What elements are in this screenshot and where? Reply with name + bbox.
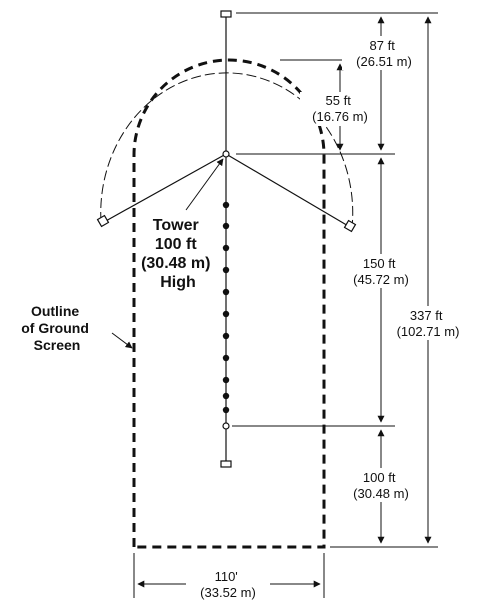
dim-label-100: 100 ft (30.48 m) — [353, 470, 409, 501]
dim-label-150: 150 ft (45.72 m) — [353, 256, 409, 287]
guy-radius-arc — [100, 72, 354, 229]
label-337-backing — [382, 306, 474, 340]
right-guy-insulator — [343, 219, 357, 233]
dim-label-87: 87 ft (26.51 m) — [356, 38, 412, 69]
tower-bead — [222, 310, 230, 318]
label-110-backing — [186, 570, 270, 600]
tower-bead — [222, 288, 230, 296]
bottom-insulator — [220, 460, 232, 468]
tower-bead — [222, 266, 230, 274]
tower-beads — [222, 201, 230, 414]
tower-leader-line — [185, 158, 224, 211]
label-100-backing — [340, 468, 424, 502]
tower-bead — [222, 332, 230, 340]
tower-top-node — [222, 150, 230, 158]
tower-bead — [222, 376, 230, 384]
ground-screen-outline — [132, 58, 326, 549]
left-guy-wire — [103, 153, 227, 223]
tower-label-backing — [142, 213, 218, 293]
ground-screen-label: Outline of Ground Screen — [21, 303, 93, 353]
outline-leader-line — [111, 332, 133, 349]
tower-label: Tower 100 ft (30.48 m) High — [141, 217, 215, 291]
label-87-backing — [342, 36, 426, 70]
dim-label-55: 55 ft (16.76 m) — [312, 93, 368, 124]
lower-feed-node — [222, 422, 230, 430]
dim-label-337: 337 ft (102.71 m) — [397, 308, 460, 339]
top-insulator — [220, 10, 232, 18]
tower-bead — [222, 354, 230, 362]
label-150-backing — [338, 254, 424, 288]
tower-bead — [222, 406, 230, 414]
dim-label-110: 110' (33.52 m) — [200, 569, 256, 600]
right-guy-wire — [225, 153, 351, 228]
tower-bead — [222, 222, 230, 230]
label-55-backing — [300, 92, 380, 126]
tower-bead — [222, 392, 230, 400]
tower-bead — [222, 244, 230, 252]
left-guy-insulator — [96, 214, 110, 228]
tower-bead — [222, 201, 230, 209]
